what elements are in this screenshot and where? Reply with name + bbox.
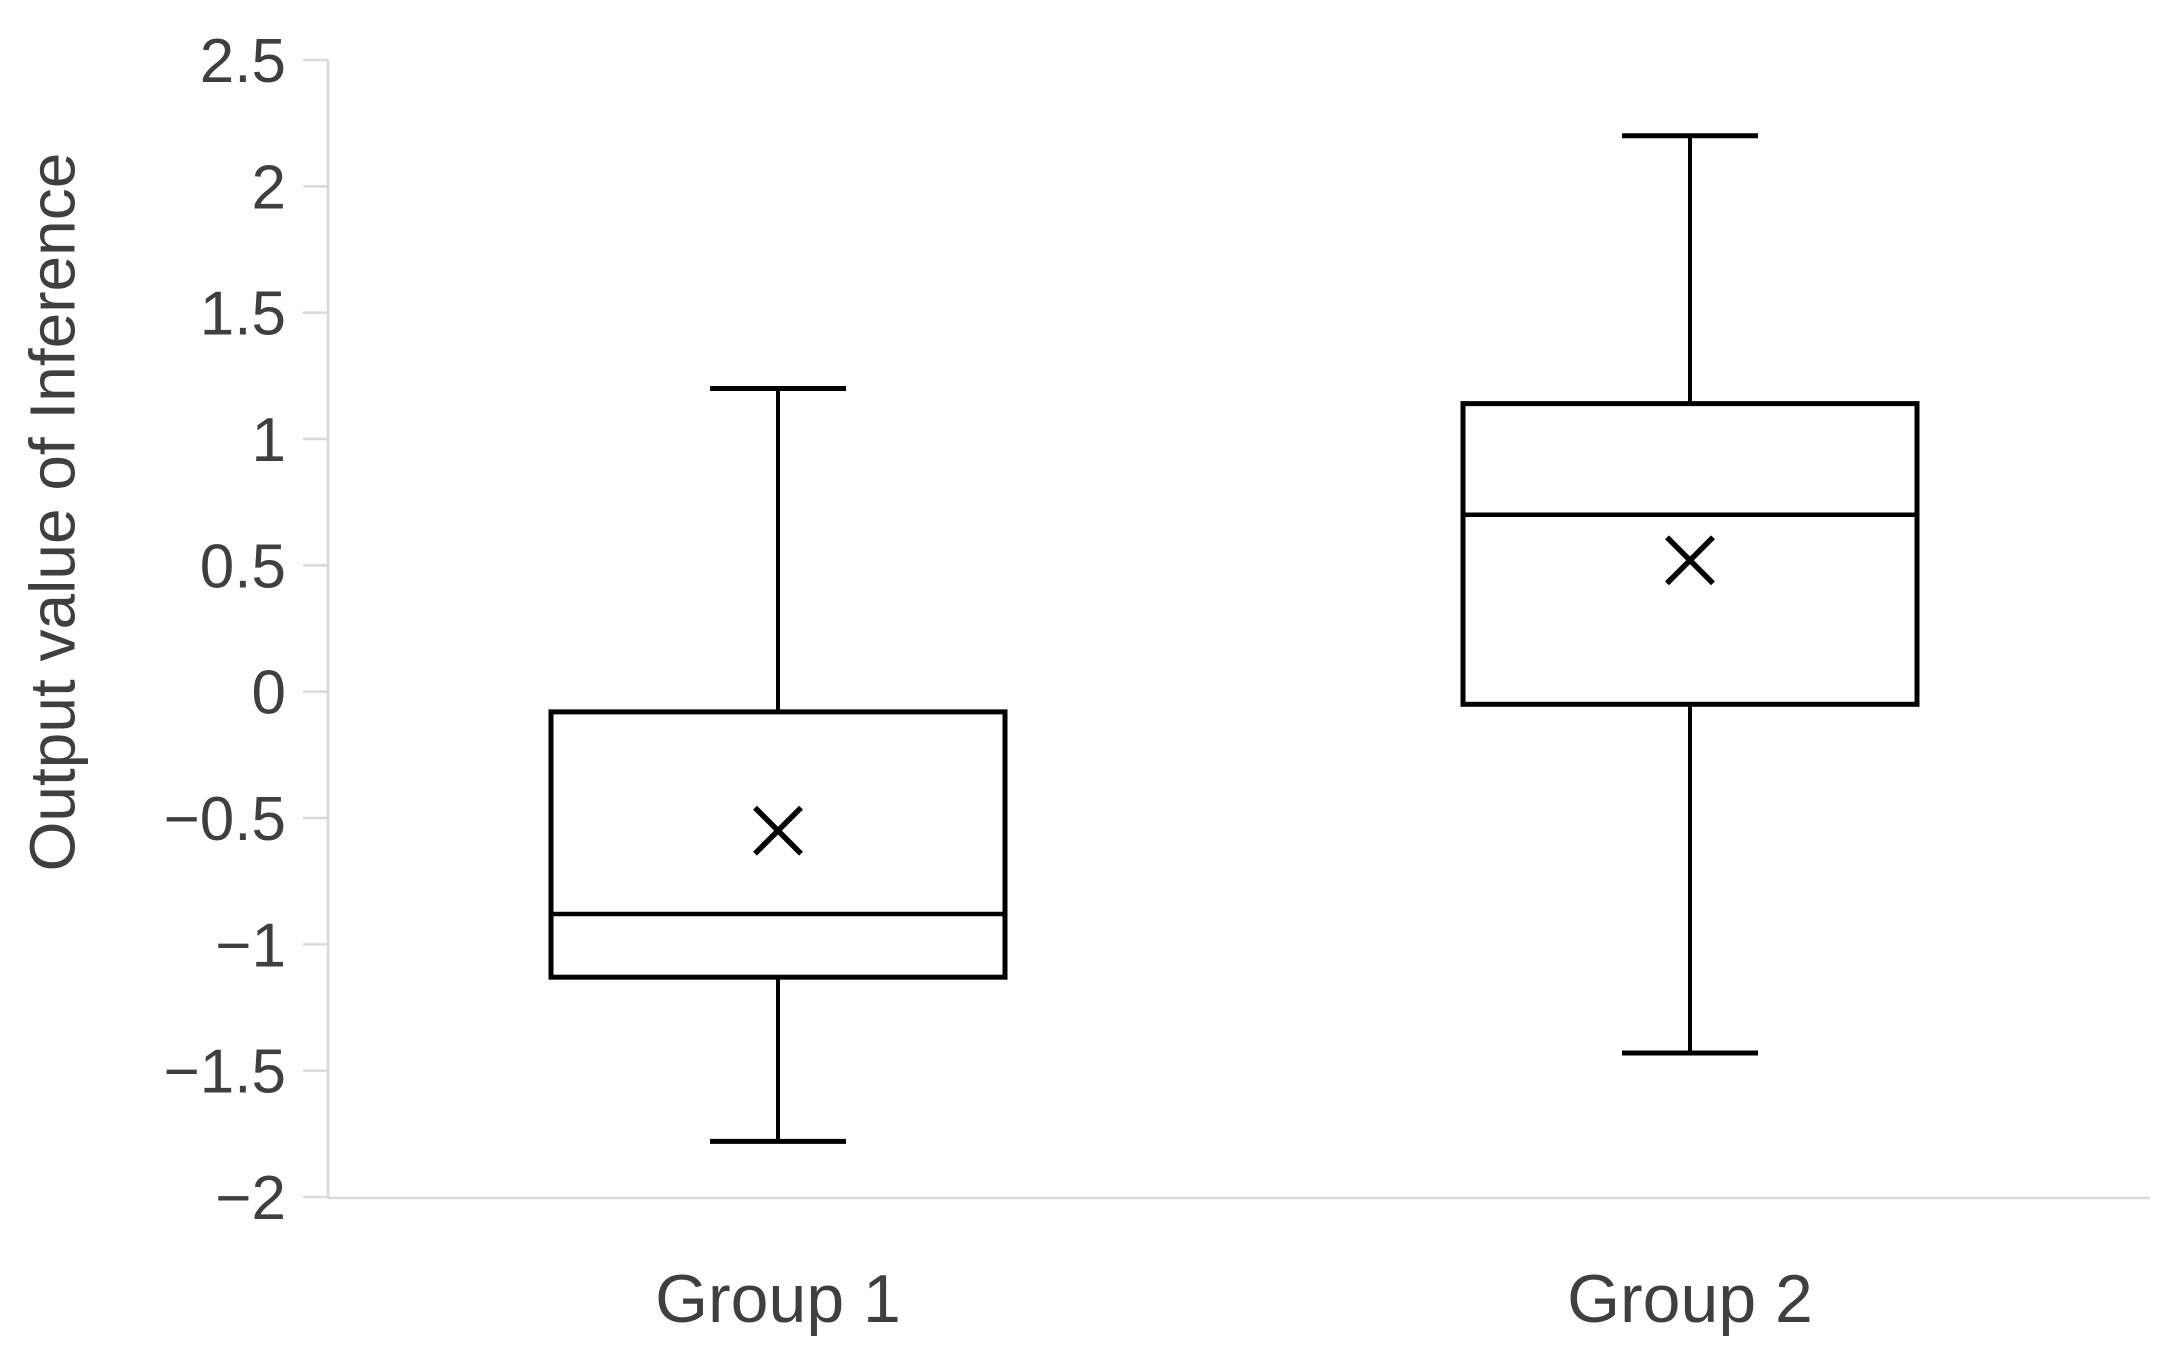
y-tick-label: 0 (252, 659, 286, 728)
y-tick-label: 1.5 (200, 280, 286, 349)
y-tick-label: −2 (215, 1164, 286, 1233)
box-group-1 (548, 385, 1008, 1144)
y-tick-label: −0.5 (164, 785, 286, 854)
y-axis-title: Output value of Inference (16, 153, 88, 872)
box-layer (548, 133, 1920, 1144)
y-tick-label: 0.5 (200, 532, 286, 601)
iqr-box (548, 709, 1008, 980)
y-tick-label: 2.5 (200, 27, 286, 96)
mean-marker (753, 805, 803, 856)
category-label-group-1: Group 1 (655, 1261, 901, 1337)
y-tick-label: 1 (252, 406, 286, 475)
y-tick-label: −1.5 (164, 1038, 286, 1107)
y-tick-label: −1 (215, 911, 286, 980)
iqr-box (1460, 401, 1920, 707)
y-tick-label: 2 (252, 153, 286, 222)
box-group-2 (1460, 133, 1920, 1056)
axis-layer: 2.5 2 1.5 1 0.5 0 −0.5 −1 −1.5 −2 (164, 27, 2150, 1233)
category-label-group-2: Group 2 (1567, 1261, 1813, 1337)
mean-marker (1665, 535, 1715, 586)
